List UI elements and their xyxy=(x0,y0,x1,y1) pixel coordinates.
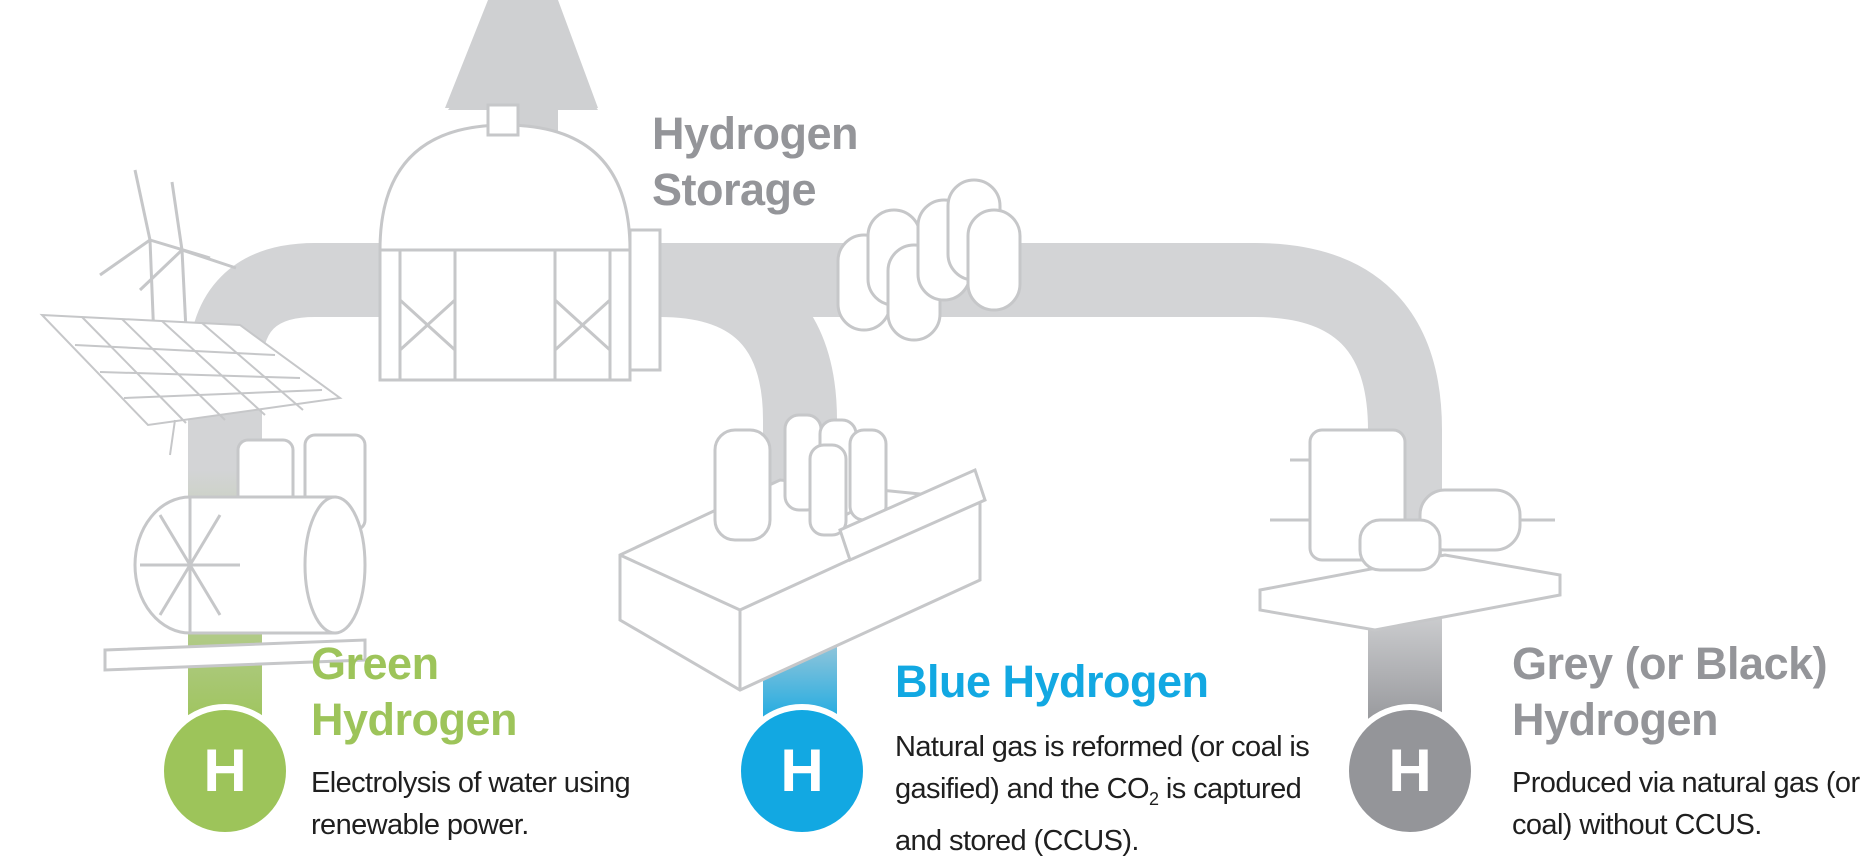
blue-desc-line2: gasified) and the CO2 is captured xyxy=(895,768,1309,820)
green-title-line2: Hydrogen xyxy=(311,694,518,745)
green-h-badge: H xyxy=(158,704,292,838)
upward-arrow-head xyxy=(448,0,598,110)
diagram-graphics xyxy=(39,0,1562,730)
green-h-symbol: H xyxy=(203,737,247,804)
blue-desc-line2-post: is captured xyxy=(1158,773,1302,805)
storage-title-line1: Hydrogen xyxy=(652,108,859,159)
blue-desc-line3: and stored (CCUS). xyxy=(895,825,1139,857)
green-desc-line2: renewable power. xyxy=(311,809,529,841)
blue-desc-line2-pre: gasified) and the CO xyxy=(895,773,1150,805)
hydrogen-diagram: Hydrogen Storage H Green Hydrogen Electr… xyxy=(39,0,1860,857)
grey-desc-line2: coal) without CCUS. xyxy=(1512,809,1762,841)
green-desc-line1: Electrolysis of water using xyxy=(311,767,631,799)
gas-cylinders-illustration xyxy=(836,178,1022,342)
blue-h-badge: H xyxy=(735,704,869,838)
pipe-blue-branch xyxy=(659,243,837,720)
grey-plant-illustration xyxy=(1258,428,1562,632)
electrolyser-illustration xyxy=(103,433,367,672)
solar-panel-illustration xyxy=(39,313,343,456)
blue-h-symbol: H xyxy=(780,737,824,804)
blue-title-line1: Blue Hydrogen xyxy=(895,656,1209,707)
storage-sphere-illustration xyxy=(378,103,662,382)
wind-turbine-illustration xyxy=(99,169,237,341)
blue-desc-line2-subscript: 2 xyxy=(1149,789,1159,809)
green-description: Electrolysis of water using renewable po… xyxy=(311,762,631,846)
storage-title-line2: Storage xyxy=(652,164,817,215)
grey-desc-line1: Produced via natural gas (or xyxy=(1512,767,1860,799)
storage-title: Hydrogen Storage xyxy=(652,106,859,218)
grey-title-line2: Hydrogen xyxy=(1512,694,1719,745)
green-title: Green Hydrogen xyxy=(311,636,518,748)
pipe-main xyxy=(188,243,1442,720)
grey-h-badge: H xyxy=(1343,704,1477,838)
grey-title-line1: Grey (or Black) xyxy=(1512,638,1828,689)
grey-description: Produced via natural gas (or coal) witho… xyxy=(1512,762,1860,846)
blue-title: Blue Hydrogen xyxy=(895,654,1209,710)
grey-title: Grey (or Black) Hydrogen xyxy=(1512,636,1828,748)
grey-h-symbol: H xyxy=(1388,737,1432,804)
blue-desc-line1: Natural gas is reformed (or coal is xyxy=(895,731,1310,763)
green-title-line1: Green xyxy=(311,638,439,689)
reforming-plant-illustration xyxy=(618,413,987,692)
